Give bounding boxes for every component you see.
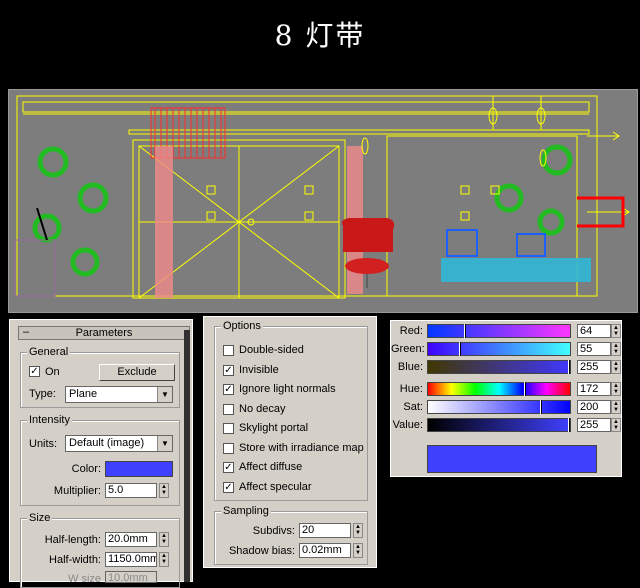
color-preview <box>427 445 597 473</box>
size-group: Size Half-length: 20.0mm ▲▼ Half-width: … <box>20 512 180 588</box>
blue-field[interactable]: 255 <box>577 360 611 374</box>
options-group: Options Double-sided ✓ Invisible ✓ Ignore li… <box>214 320 368 501</box>
subdivs-field[interactable]: 20 <box>299 523 351 538</box>
sampling-group: Sampling Subdivs: 20 ▲▼ Shadow bias: 0.0… <box>214 505 368 565</box>
half-width-spinner-icon[interactable]: ▲▼ <box>159 552 169 567</box>
subdivs-spinner-icon[interactable]: ▲▼ <box>353 523 363 538</box>
w-size-label: W size <box>68 573 101 585</box>
value-spinner-icon[interactable]: ▲▼ <box>611 418 621 432</box>
green-label: Green: <box>391 343 425 355</box>
half-width-label: Half-width: <box>49 554 101 566</box>
option-label-5: Store with irradiance map <box>239 441 364 454</box>
green-slider[interactable] <box>427 342 571 356</box>
value-slider[interactable] <box>427 418 571 432</box>
option-label-7: Affect specular <box>239 480 312 493</box>
blue-slider-marker[interactable] <box>568 360 570 374</box>
hue-slider-marker[interactable] <box>524 382 526 396</box>
color-swatch[interactable] <box>105 461 173 477</box>
parameters-rollout-header[interactable]: – Parameters <box>18 326 190 340</box>
option-checkbox-5[interactable] <box>223 442 234 454</box>
general-group: General ✓ On Exclude Type: Plane ▼ <box>20 346 180 408</box>
option-checkbox-3[interactable] <box>223 403 234 415</box>
multiplier-spinner-icon[interactable]: ▲▼ <box>159 483 169 498</box>
chevron-down-icon: ▼ <box>157 387 172 402</box>
page-title: 8 灯带 <box>274 19 366 52</box>
value-field[interactable]: 255 <box>577 418 611 432</box>
intensity-group-title: Intensity <box>27 414 72 426</box>
hue-slider[interactable] <box>427 382 571 396</box>
red-field[interactable]: 64 <box>577 324 611 338</box>
option-checkbox-7[interactable]: ✓ <box>223 481 234 493</box>
hue-label: Hue: <box>399 383 423 395</box>
parameters-panel: – Parameters General ✓ On Exclude Type: … <box>9 319 193 588</box>
hue-spinner-icon[interactable]: ▲▼ <box>611 382 621 396</box>
green-spinner-icon[interactable]: ▲▼ <box>611 342 621 356</box>
option-label-4: Skylight portal <box>239 422 309 434</box>
size-group-title: Size <box>27 512 53 524</box>
option-label-1: Invisible <box>239 363 279 376</box>
half-length-field[interactable]: 20.0mm <box>105 532 157 547</box>
option-checkbox-1[interactable]: ✓ <box>223 364 234 376</box>
color-label: Color: <box>71 463 101 475</box>
red-label: Red: <box>399 325 423 337</box>
half-width-field[interactable]: 1150.0mm <box>105 552 157 567</box>
sampling-group-title: Sampling <box>221 505 271 517</box>
color-picker-panel: Red: 64 ▲▼ Green: 55 ▲▼ Blue: 255 ▲▼ Hue… <box>390 320 622 477</box>
on-checkbox[interactable]: ✓ <box>29 366 40 377</box>
option-label-3: No decay <box>239 402 286 415</box>
options-group-title: Options <box>221 320 263 332</box>
scene-wireframe <box>14 95 630 299</box>
hue-field[interactable]: 172 <box>577 382 611 396</box>
green-slider-marker[interactable] <box>459 342 461 356</box>
blue-slider[interactable] <box>427 360 571 374</box>
sat-spinner-icon[interactable]: ▲▼ <box>611 400 621 414</box>
intensity-group: Intensity Units: Default (image) ▼ Color… <box>20 414 180 506</box>
shadow-bias-label: Shadow bias: <box>228 545 295 557</box>
blue-spinner-icon[interactable]: ▲▼ <box>611 360 621 374</box>
parameters-scrollbar[interactable] <box>184 330 190 582</box>
option-checkbox-6[interactable]: ✓ <box>223 462 234 473</box>
option-checkbox-2[interactable]: ✓ <box>223 384 234 395</box>
subdivs-label: Subdivs: <box>252 525 295 537</box>
option-label-2: Ignore light normals <box>239 383 336 395</box>
shadow-bias-spinner-icon[interactable]: ▲▼ <box>353 543 363 558</box>
red-spinner-icon[interactable]: ▲▼ <box>611 324 621 338</box>
sat-slider-marker[interactable] <box>540 400 542 414</box>
sat-field[interactable]: 200 <box>577 400 611 414</box>
half-length-spinner-icon[interactable]: ▲▼ <box>159 532 169 547</box>
viewport-3d[interactable] <box>8 89 638 313</box>
option-checkbox-4[interactable] <box>223 423 234 434</box>
option-checkbox-0[interactable] <box>223 345 234 356</box>
exclude-button[interactable]: Exclude <box>99 364 175 381</box>
w-size-field: 10.0mm <box>105 571 157 583</box>
option-label-6: Affect diffuse <box>239 461 303 473</box>
red-slider[interactable] <box>427 324 571 338</box>
shadow-bias-field[interactable]: 0.02mm <box>299 543 351 558</box>
multiplier-label: Multiplier: <box>53 485 101 497</box>
options-panel: Options Double-sided ✓ Invisible ✓ Ignore li… <box>203 316 377 568</box>
option-label-0: Double-sided <box>239 344 304 356</box>
sat-label: Sat: <box>403 401 423 413</box>
sat-slider[interactable] <box>427 400 571 414</box>
blue-label: Blue: <box>397 361 423 373</box>
parameters-title: Parameters <box>75 327 133 339</box>
multiplier-field[interactable]: 5.0 <box>105 483 157 498</box>
collapse-icon: – <box>23 326 30 338</box>
type-select[interactable]: Plane ▼ <box>65 386 173 403</box>
units-select[interactable]: Default (image) ▼ <box>65 435 173 452</box>
value-label: Value: <box>392 419 423 431</box>
general-group-title: General <box>27 346 71 358</box>
type-label: Type: <box>29 388 56 400</box>
units-label: Units: <box>29 438 58 450</box>
half-length-label: Half-length: <box>44 534 101 546</box>
red-slider-marker[interactable] <box>464 324 466 338</box>
chevron-down-icon: ▼ <box>157 436 172 451</box>
value-slider-marker[interactable] <box>568 418 570 432</box>
on-label: On <box>45 366 60 378</box>
green-field[interactable]: 55 <box>577 342 611 356</box>
